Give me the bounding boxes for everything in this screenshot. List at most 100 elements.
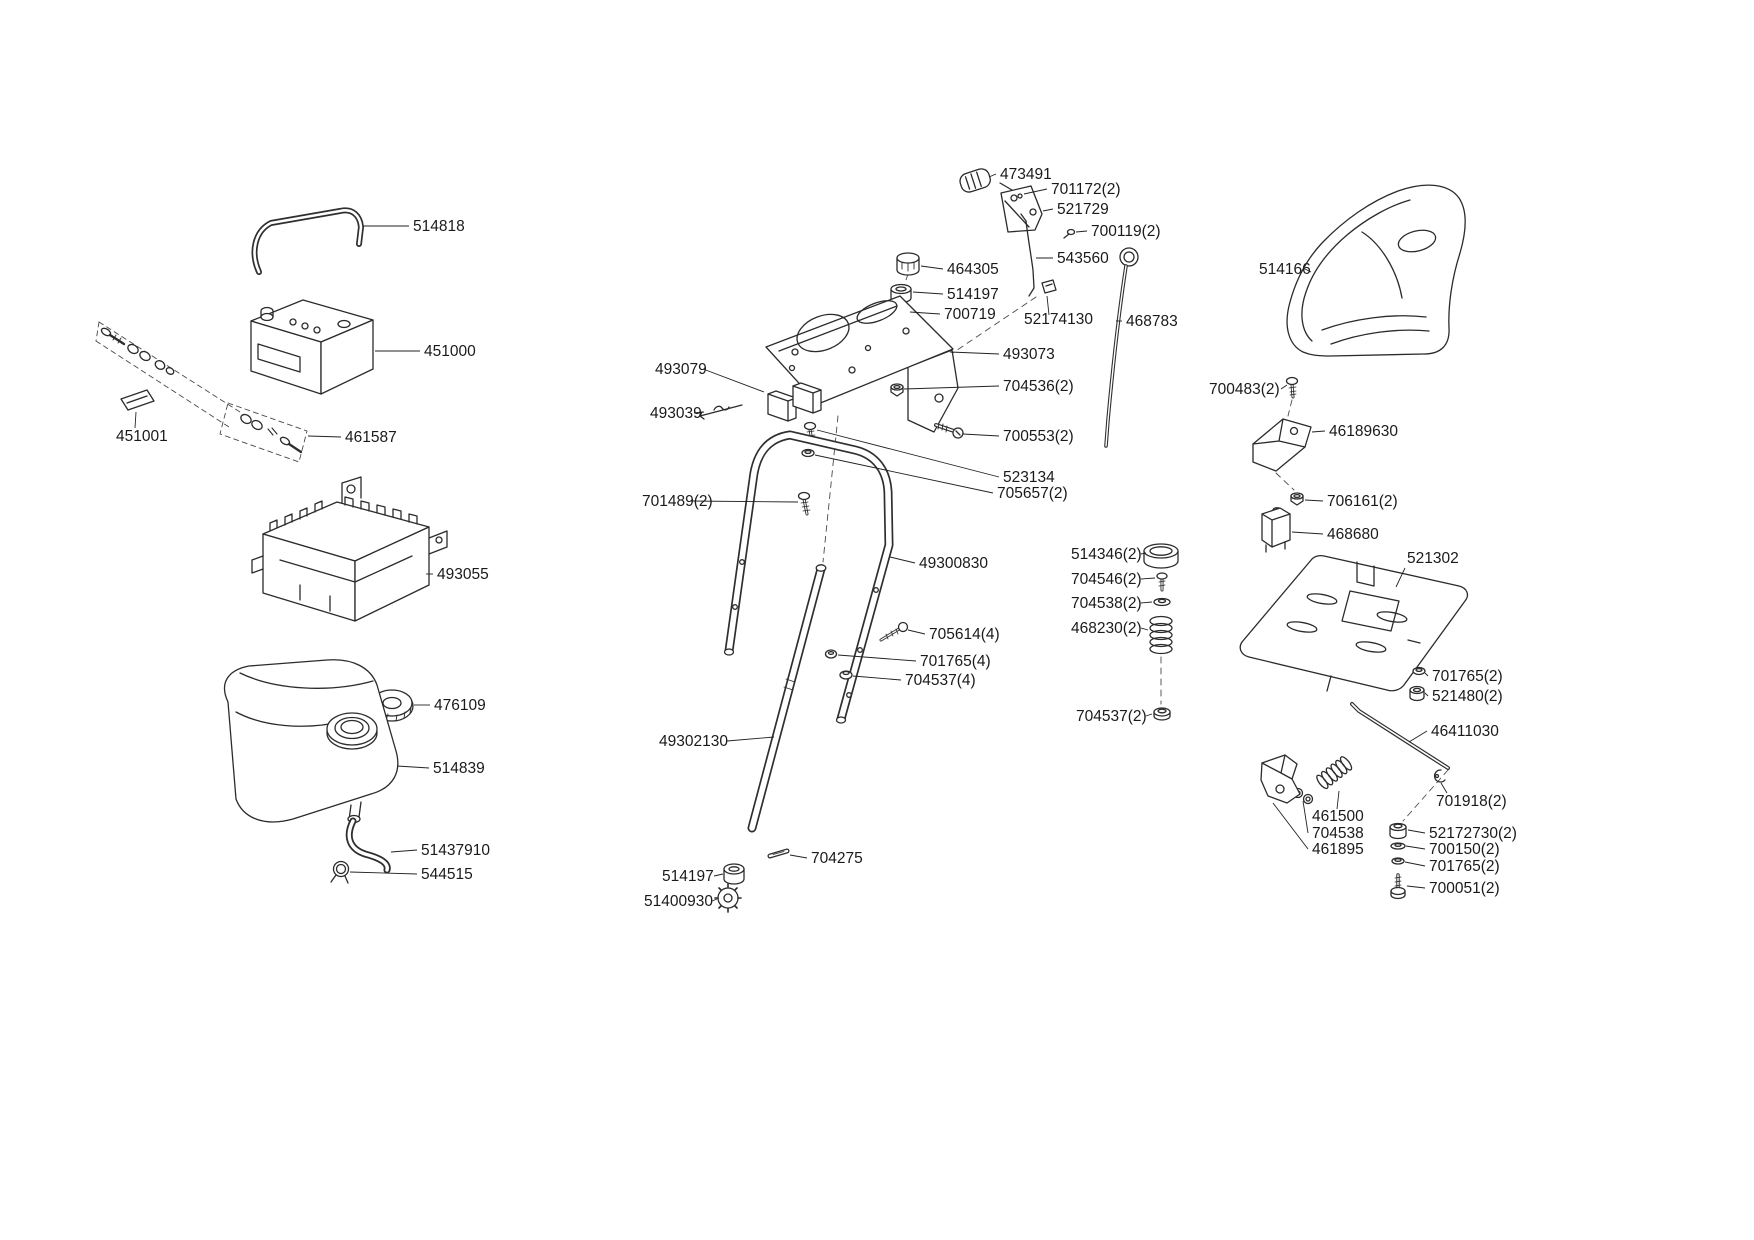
battery-hardware xyxy=(95,321,308,463)
part-label-bracket-493079: 493079 xyxy=(655,361,707,378)
leader-line-bolt-700553 xyxy=(962,433,1000,437)
leader-line-steering-coupler xyxy=(711,898,718,902)
dipstick xyxy=(1104,247,1139,448)
part-label-nut-706161: 706161(2) xyxy=(1327,493,1398,510)
part-label-spring-468230: 468230(2) xyxy=(1071,620,1142,637)
leader-line-dash-panel xyxy=(949,351,1000,355)
leader-line-screw-700483 xyxy=(1280,384,1288,390)
screw-700483 xyxy=(1285,376,1299,399)
part-label-throttle-rod: 543560 xyxy=(1057,250,1109,267)
part-label-spring-461500: 461500 xyxy=(1312,808,1364,825)
leader-line-cable-clip-52174130 xyxy=(1046,295,1050,316)
leader-line-steering-shaft xyxy=(726,736,775,742)
part-label-battery-clip: 451001 xyxy=(116,428,168,445)
handle-frame xyxy=(723,430,894,724)
part-label-bushing-514197-bottom: 514197 xyxy=(662,868,714,885)
leader-line-washer-700719 xyxy=(909,311,941,315)
part-label-screw-700119: 700119(2) xyxy=(1091,223,1161,240)
leader-line-throttle-lever xyxy=(1042,208,1054,212)
seat-switch xyxy=(1261,507,1291,553)
part-label-fuel-tank: 514839 xyxy=(433,760,485,777)
leader-line-battery-hardware xyxy=(307,435,342,438)
leader-line-nut-701765-plate xyxy=(1424,672,1429,677)
adjust-rod-46411030 xyxy=(1350,702,1450,770)
pin-493039 xyxy=(699,404,743,420)
fuel-tank xyxy=(223,659,399,824)
leader-line-pin-493039 xyxy=(693,411,705,414)
spring-461500 xyxy=(1316,756,1353,790)
part-label-steering-coupler: 51400930 xyxy=(644,893,713,910)
dash-panel xyxy=(765,295,959,433)
bolt-700051 xyxy=(1390,873,1406,900)
screw-700119 xyxy=(1063,228,1076,239)
seat-plate xyxy=(1239,554,1469,692)
cable-clip-52174130 xyxy=(1041,279,1057,294)
part-label-seat: 514166 xyxy=(1259,261,1311,278)
part-label-cable-clip-52174130: 52174130 xyxy=(1024,311,1093,328)
part-label-cap-514346: 514346(2) xyxy=(1071,546,1142,563)
leader-line-nut-701765-frame xyxy=(837,654,917,662)
leader-line-washer-704538 xyxy=(1140,601,1153,604)
part-label-throttle-lever: 521729 xyxy=(1057,201,1109,218)
bolt-700553 xyxy=(934,422,964,439)
bushing-52172730 xyxy=(1389,822,1407,840)
nut-701765-plate xyxy=(1412,666,1426,676)
leader-line-screw-701489 xyxy=(689,500,799,503)
nut-705657 xyxy=(801,448,815,458)
leader-line-nut-704536 xyxy=(903,385,1000,390)
assembly-axis-lines xyxy=(822,273,1449,822)
nut-701765-bottom xyxy=(1391,857,1405,865)
nut-704537-frame xyxy=(839,670,853,680)
part-label-steering-shaft: 49302130 xyxy=(659,733,728,750)
part-label-bracket-461895: 461895 xyxy=(1312,841,1364,858)
cap-464305 xyxy=(896,252,920,276)
part-label-pin-493039: 493039 xyxy=(650,405,702,422)
leader-line-screw-523134 xyxy=(816,429,1000,478)
battery-clip xyxy=(120,389,155,411)
leader-line-screw-705614 xyxy=(907,629,926,635)
leader-line-washer-704538-pair xyxy=(1302,800,1309,834)
part-label-bolt-700051: 700051(2) xyxy=(1429,880,1500,897)
part-label-seat-bracket: 46189630 xyxy=(1329,423,1398,440)
part-label-adjust-rod-46411030: 46411030 xyxy=(1431,723,1499,740)
leader-line-seat xyxy=(1304,268,1312,273)
part-label-cap-464305: 464305 xyxy=(947,261,999,278)
bushing-521480 xyxy=(1409,685,1425,702)
part-label-bushing-514197-top: 514197 xyxy=(947,286,999,303)
leader-line-seat-bracket xyxy=(1311,430,1326,433)
fuel-hose xyxy=(345,817,391,874)
battery-tray xyxy=(251,476,448,622)
hose-clamp xyxy=(330,860,350,884)
cap-514346 xyxy=(1143,543,1179,569)
part-label-nut-705657: 705657(2) xyxy=(997,485,1068,502)
leader-line-clip-701918 xyxy=(1440,782,1448,794)
leader-line-spring-468230 xyxy=(1140,627,1149,631)
nut-701765-frame xyxy=(824,649,838,659)
screw-705614 xyxy=(879,621,909,642)
leader-line-adjust-rod-46411030 xyxy=(1408,730,1428,743)
part-label-battery-strap: 514818 xyxy=(413,218,465,235)
bracket-493079 xyxy=(767,382,822,422)
leader-line-screw-700119 xyxy=(1075,230,1088,233)
throttle-lever xyxy=(999,182,1043,233)
leader-line-bushing-52172730 xyxy=(1407,829,1426,834)
part-label-battery-hardware: 461587 xyxy=(345,429,397,446)
part-label-nut-701765-frame: 701765(4) xyxy=(920,653,991,670)
leader-line-hose-clamp xyxy=(349,871,418,875)
part-label-screw-523134: 523134 xyxy=(1003,469,1055,486)
part-label-screw-705614: 705614(4) xyxy=(929,626,1000,643)
leader-line-fuel-hose xyxy=(390,849,418,853)
leader-line-bracket-461895 xyxy=(1272,802,1309,850)
part-label-bushing-52172730: 52172730(2) xyxy=(1429,825,1517,842)
leader-line-roll-pin-704275 xyxy=(789,854,808,859)
throttle-rod xyxy=(1020,213,1035,297)
part-label-roll-pin-704275: 704275 xyxy=(811,850,863,867)
part-label-screw-701172: 701172(2) xyxy=(1051,181,1121,198)
part-label-bushing-521480: 521480(2) xyxy=(1432,688,1503,705)
leader-line-seat-plate xyxy=(1395,567,1406,588)
leader-line-fuel-tank xyxy=(396,765,430,769)
part-label-hose-clamp: 544515 xyxy=(421,866,473,883)
seat xyxy=(1286,184,1466,357)
